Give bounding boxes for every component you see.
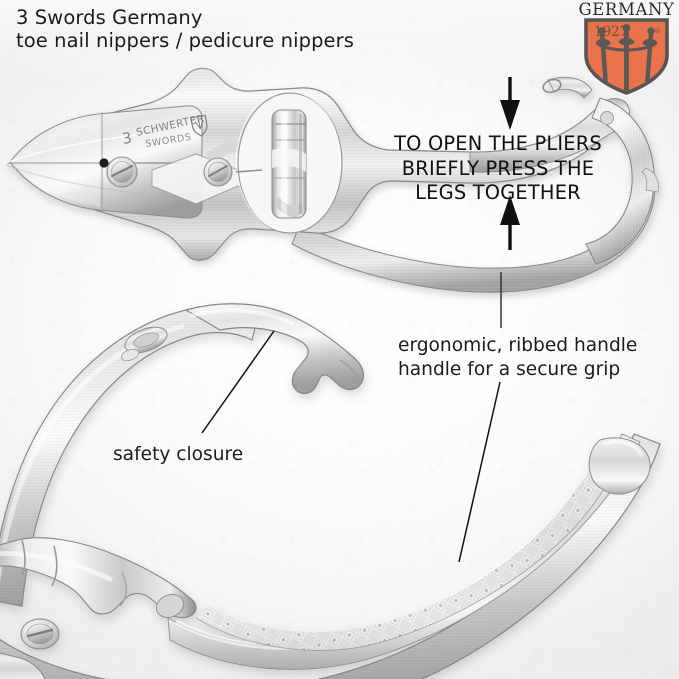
title-line-1: 3 Swords Germany [16, 6, 203, 29]
brand-logo: GERMANY [578, 0, 675, 96]
instruction-line-3: LEGS TOGETHER [415, 181, 581, 205]
label-safety-closure: safety closure [113, 444, 244, 465]
logo-year: 1927 [594, 24, 628, 40]
title-line-2: toe nail nippers / pedicure nippers [16, 28, 355, 52]
product-title: 3 Swords Germany toe nail nippers / pedi… [16, 6, 355, 52]
instruction-line-1: TO OPEN THE PLIERS [394, 132, 602, 155]
label-ergonomic-line-1: ergonomic, ribbed handle [398, 335, 638, 356]
label-ergonomic-line-2: handle for a secure grip [398, 358, 621, 380]
logo-registered-mark: ® [654, 27, 661, 35]
logo-wordmark: GERMANY [579, 0, 675, 19]
logo-swords-group: 1927 ® [594, 24, 661, 93]
label-ergonomic-handle: ergonomic, ribbed handle handle for a se… [398, 334, 637, 381]
instruction-line-2: BRIEFLY PRESS THE [401, 156, 595, 180]
instruction-callout: TO OPEN THE PLIERS BRIEFLY PRESS THE LEG… [392, 132, 604, 206]
three-swords-germany-logo: GERMANY [579, 0, 675, 95]
